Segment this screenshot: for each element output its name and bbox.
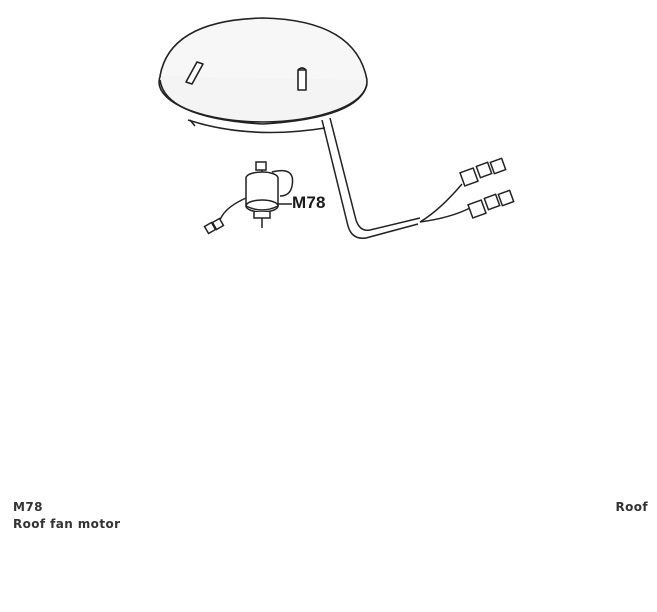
fan-motor — [203, 161, 294, 235]
caption-part-description: Roof fan motor — [13, 517, 121, 531]
wiring-harness — [321, 117, 515, 239]
callout-label-m78: M78 — [292, 193, 326, 212]
caption-group-label: Roof — [615, 500, 648, 514]
roof-vent-cover — [158, 17, 368, 134]
caption-part-code: M78 — [13, 500, 43, 514]
